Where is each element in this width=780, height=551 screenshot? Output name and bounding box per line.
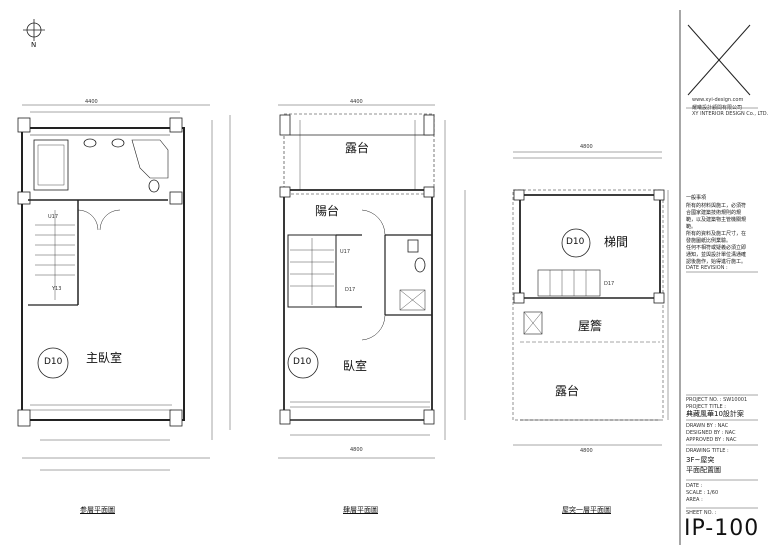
tb-note-6: 任何不相符或疑義必須立即 (686, 245, 747, 251)
roof-plan (512, 151, 669, 446)
floor3-master-bedroom: 主臥室 (86, 351, 123, 365)
floor4-title: 肆層平面圖 (343, 506, 378, 514)
tb-sheet-no: IP-100 (684, 516, 760, 541)
floor3-dim-top: 4400 (85, 99, 98, 105)
tb-note-5: 發施圖紙比例業驗。 (686, 238, 732, 244)
tb-approved-by: APPROVED BY : NAC (686, 437, 737, 443)
floor4-stair-up: U17 (340, 249, 351, 255)
roof-eave: 屋簷 (578, 319, 603, 333)
roof-stair-dn: D17 (604, 281, 615, 287)
tb-note-7: 通知，並與設計單位溝通確 (686, 252, 747, 258)
floor3-stair-up: U17 (48, 214, 59, 220)
floor3-door-tag: D10 (44, 357, 63, 367)
floor3-title: 参層平面圖 (80, 506, 115, 514)
floor4-bedroom: 臥室 (343, 359, 368, 373)
tb-area: AREA : (686, 497, 703, 503)
tb-note-0: 所有的材料與施工，必須符 (686, 203, 747, 209)
titleblock-frame (679, 10, 758, 545)
roof-dim-top: 4800 (580, 144, 593, 150)
tb-sheet-no-label: SHEET NO. : (686, 510, 717, 516)
tb-note-2: 範，以及建築物主管機關規 (686, 217, 747, 223)
roof-dim-bottom: 4800 (580, 448, 593, 454)
tb-company-en: XY INTERIOR DESIGN Co., LTD. (692, 111, 769, 117)
roof-door-tag: D10 (566, 237, 585, 247)
floor3-stair-dn: Y13 (52, 286, 62, 292)
roof-terrace: 露台 (555, 384, 580, 398)
floor4-plan (278, 104, 466, 459)
tb-date-revision: DATE REVISION : (686, 265, 728, 271)
roof-stair-room: 梯間 (604, 235, 629, 249)
north-label: N (31, 41, 37, 49)
tb-note-3: 範。 (686, 224, 697, 230)
tb-drawing-title-label: DRAWING TITLE : (686, 448, 729, 454)
floor3-plan (17, 104, 231, 471)
roof-title: 屋突一層平面圖 (562, 506, 611, 514)
floor4-dim-bottom: 4800 (350, 447, 363, 453)
tb-scale: SCALE : 1/60 (686, 490, 719, 496)
tb-drawing-title-2: 平面配置圖 (686, 466, 721, 474)
tb-drawing-title-1: 3F~屋突 (686, 456, 715, 464)
tb-drawn-by: DRAWN BY : NAC (686, 423, 729, 429)
tb-note-1: 合國家建築技術規則的規 (686, 210, 742, 216)
tb-designed-by: DESIGNED BY : NAC (686, 430, 736, 436)
floor4-dim-top: 4400 (350, 99, 363, 105)
floor4-terrace: 露台 (345, 141, 370, 155)
floor4-balcony: 陽台 (315, 204, 340, 218)
tb-date: DATE : (686, 483, 703, 489)
tb-website: www.xyi-design.com (692, 97, 744, 103)
tb-company-cn: 耀曦設計顧問有限公司 (692, 105, 743, 111)
floor4-door-tag: D10 (293, 357, 312, 367)
tb-project-title: 典藏風華10設計案 (686, 410, 744, 418)
north-arrow-icon (23, 19, 45, 41)
tb-project-no: PROJECT NO. : SW10001 (686, 397, 748, 403)
tb-notes-heading: 一般事項 (686, 195, 707, 201)
floor4-stair-dn: D17 (345, 287, 356, 293)
tb-note-4: 所有的資料及施工尺寸，在 (686, 231, 747, 237)
tb-note-8: 認後施作，始得進行施工。 (686, 259, 747, 265)
tb-project-title-label: PROJECT TITLE : (686, 404, 726, 410)
